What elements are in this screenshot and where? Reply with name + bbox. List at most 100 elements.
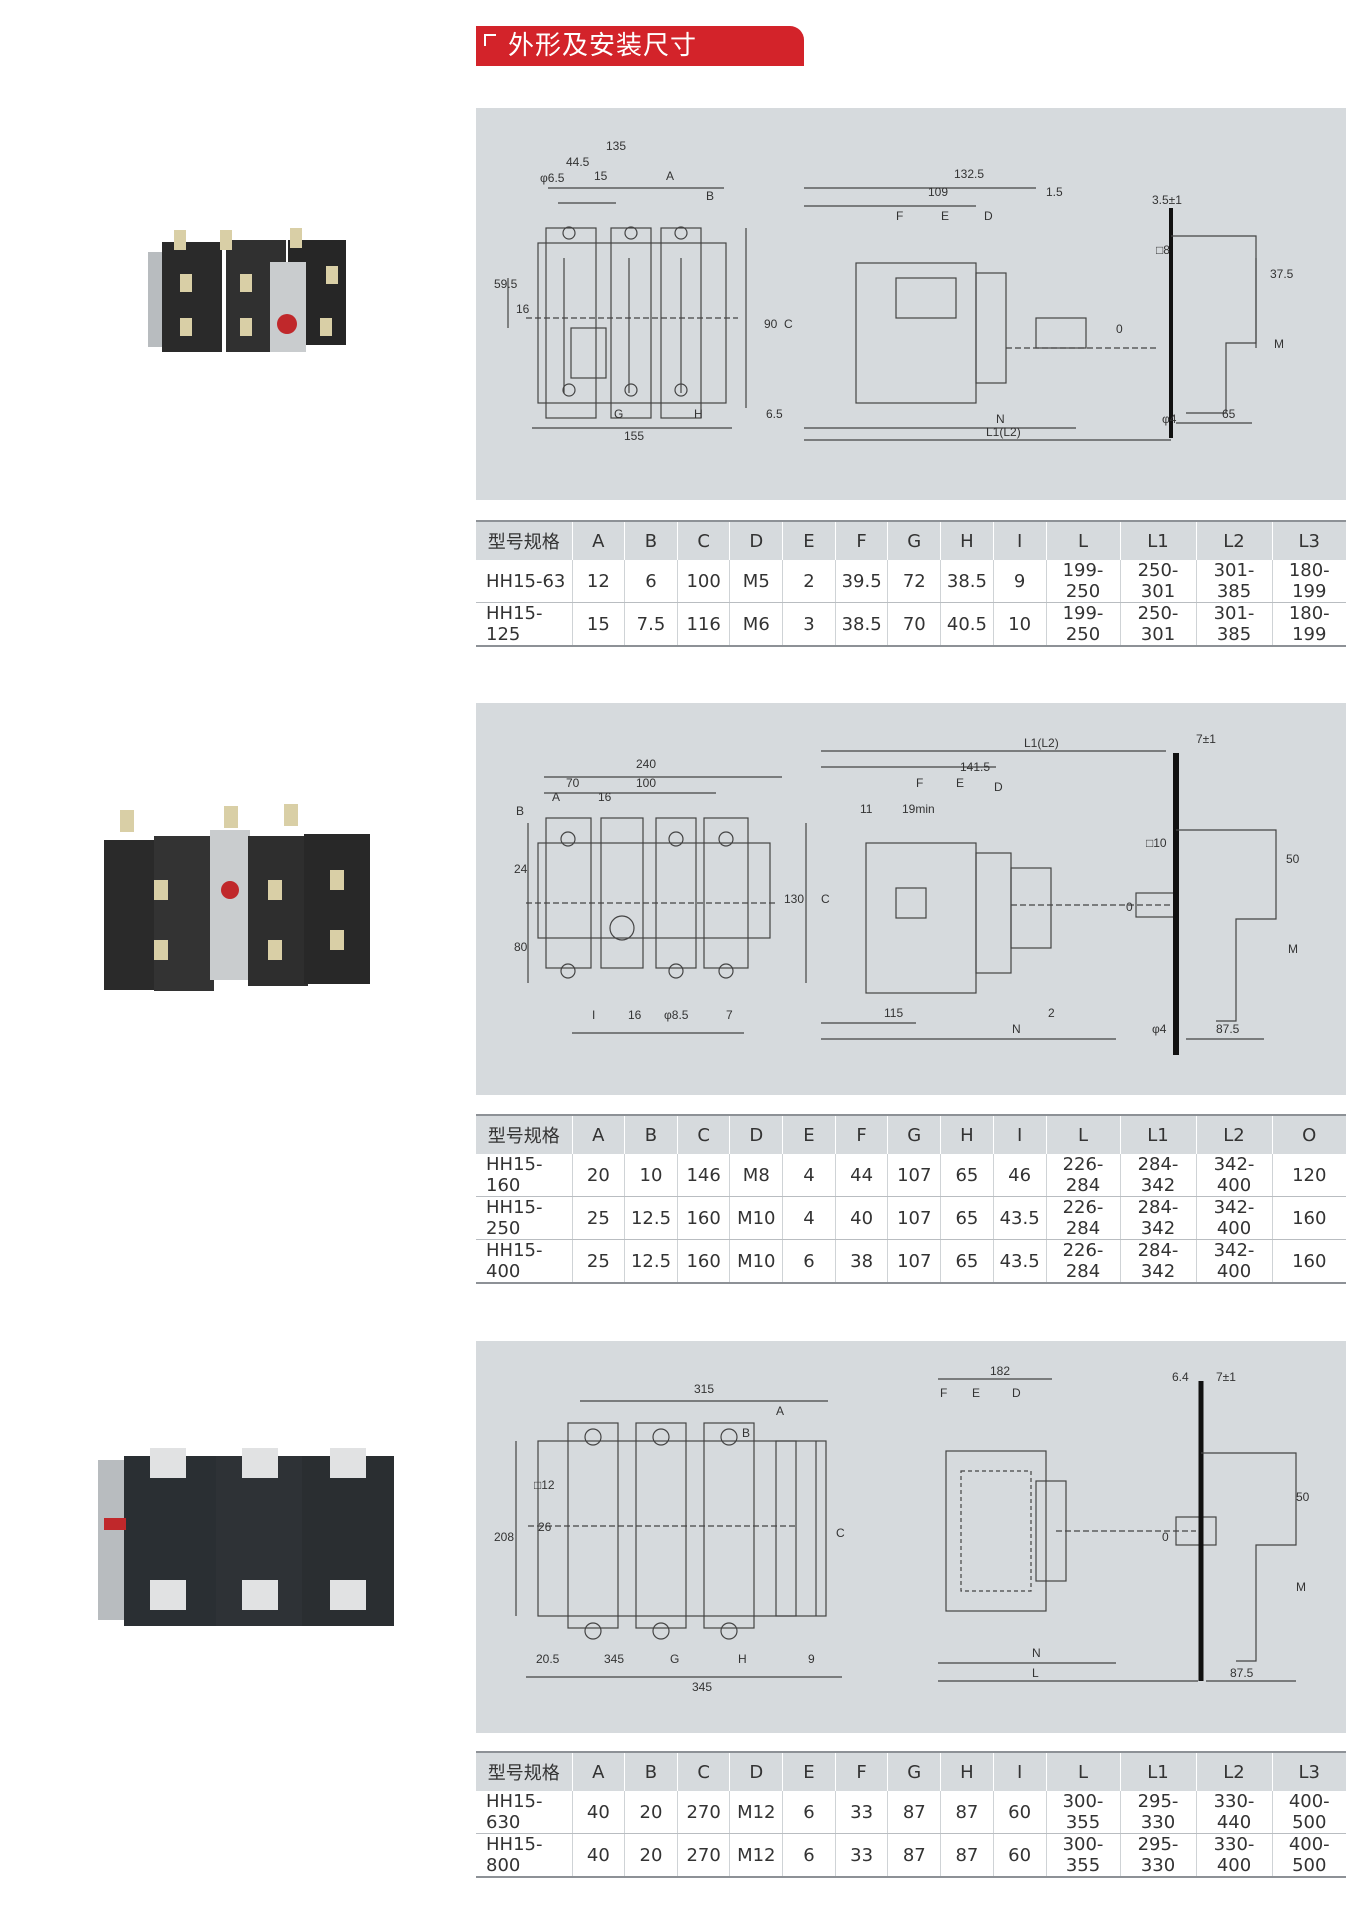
dim-6-5: 6.5 xyxy=(766,407,783,421)
table-cell: 107 xyxy=(887,1239,941,1284)
col-header: L2 xyxy=(1195,520,1272,560)
table-cell: 295-330 xyxy=(1119,1791,1196,1834)
table-cell: 15 xyxy=(571,602,625,647)
dim-315: 315 xyxy=(694,1382,714,1396)
dim-sq10: □10 xyxy=(1146,836,1167,850)
table-cell: 400-500 xyxy=(1271,1833,1346,1878)
col-header: L1 xyxy=(1119,520,1196,560)
dim-c: C xyxy=(836,1526,845,1540)
dim-o: 0 xyxy=(1162,1530,1169,1544)
table-cell: 250-301 xyxy=(1119,560,1196,603)
col-header: H xyxy=(940,1114,994,1154)
table-row: HH15-800 40 20 270 M12 6 33 87 87 60 300… xyxy=(476,1833,1346,1878)
col-header: F xyxy=(834,520,888,560)
table-cell: 226-284 xyxy=(1045,1239,1120,1284)
table-cell: 20 xyxy=(624,1833,678,1878)
dim-132-5: 132.5 xyxy=(954,167,984,181)
table-cell: 342-400 xyxy=(1195,1196,1272,1240)
table-cell: 284-342 xyxy=(1119,1196,1196,1240)
table-cell: 33 xyxy=(834,1833,888,1878)
table-cell: 2 xyxy=(782,560,836,603)
dim-19min: 19min xyxy=(902,802,935,816)
table-cell: 146 xyxy=(676,1154,730,1197)
dim-1-5: 1.5 xyxy=(1046,185,1063,199)
table-cell: 107 xyxy=(887,1154,941,1197)
col-header: C xyxy=(676,520,730,560)
dim-b: B xyxy=(706,189,714,203)
dim-e: E xyxy=(972,1386,980,1400)
dim-o: 0 xyxy=(1116,322,1123,336)
table-cell: 6 xyxy=(782,1833,836,1878)
table-cell: 160 xyxy=(676,1196,730,1240)
dim-h: H xyxy=(738,1652,747,1666)
table-cell: 87 xyxy=(940,1791,994,1834)
dim-50: 50 xyxy=(1286,852,1300,866)
dim-a: A xyxy=(552,790,560,804)
table-cell: 330-400 xyxy=(1195,1833,1272,1878)
col-header: L2 xyxy=(1195,1751,1272,1791)
table-cell: 199-250 xyxy=(1045,560,1120,603)
table-cell: 226-284 xyxy=(1045,1154,1120,1197)
dim-50: 50 xyxy=(1296,1490,1310,1504)
dim-l1l2: L1(L2) xyxy=(1024,736,1059,750)
product-photo-hh15-160 xyxy=(104,804,370,991)
col-header: I xyxy=(992,1751,1046,1791)
spec-table-2: 型号规格 A B C D E F G H I L L1 L2 O HH15-16… xyxy=(476,1114,1346,1284)
dim-24: 24 xyxy=(514,862,528,876)
table-cell: 60 xyxy=(992,1791,1046,1834)
dim-b: B xyxy=(742,1426,750,1440)
dim-phi-s: φ4 xyxy=(1152,1022,1167,1036)
dim-16b: 16 xyxy=(628,1008,642,1022)
table-cell: 38.5 xyxy=(940,560,994,603)
dim-m: M xyxy=(1296,1580,1306,1594)
dim-phi-t: 3.5±1 xyxy=(1152,193,1182,207)
table-cell: M10 xyxy=(729,1196,783,1240)
dim-m: M xyxy=(1274,337,1284,351)
table-cell: 3 xyxy=(782,602,836,647)
col-header: I xyxy=(992,520,1046,560)
table-cell: 226-284 xyxy=(1045,1196,1120,1240)
dim-87-5: 87.5 xyxy=(1230,1666,1254,1680)
col-header: 型号规格 xyxy=(476,520,572,560)
table-cell: 10 xyxy=(624,1154,678,1197)
col-header: L3 xyxy=(1271,520,1346,560)
dim-15: 15 xyxy=(594,169,608,183)
table-cell: 301-385 xyxy=(1195,602,1272,647)
table-cell: 250-301 xyxy=(1119,602,1196,647)
table-cell: 43.5 xyxy=(992,1239,1046,1284)
dim-d: D xyxy=(1012,1386,1021,1400)
col-header: F xyxy=(834,1114,888,1154)
dim-phi: φ6.5 xyxy=(540,171,565,185)
col-header: G xyxy=(887,1114,941,1154)
table-cell: 65 xyxy=(940,1239,994,1284)
dim-109: 109 xyxy=(928,185,948,199)
dim-16: 16 xyxy=(516,302,530,316)
table-cell: 12 xyxy=(571,560,625,603)
col-header: L1 xyxy=(1119,1114,1196,1154)
table-header-row: 型号规格 A B C D E F G H I L L1 L2 O xyxy=(476,1114,1346,1154)
table-cell: HH15-800 xyxy=(476,1833,572,1878)
table-row: HH15-630 40 20 270 M12 6 33 87 87 60 300… xyxy=(476,1791,1346,1834)
col-header: L xyxy=(1045,1751,1120,1791)
table-cell: 10 xyxy=(992,602,1046,647)
col-header: L2 xyxy=(1195,1114,1272,1154)
col-header: E xyxy=(782,520,836,560)
col-header: C xyxy=(676,1114,730,1154)
table-cell: 65 xyxy=(940,1154,994,1197)
dim-sq12: □12 xyxy=(534,1478,555,1492)
product-photo-hh15-63 xyxy=(148,228,346,352)
table-cell: 6 xyxy=(782,1239,836,1284)
table-cell: 87 xyxy=(887,1833,941,1878)
table-cell: 38.5 xyxy=(834,602,888,647)
table-row: HH15-63 12 6 100 M5 2 39.5 72 38.5 9 199… xyxy=(476,560,1346,603)
table-cell: 40 xyxy=(834,1196,888,1240)
col-header: F xyxy=(834,1751,888,1791)
col-header: A xyxy=(571,1114,625,1154)
table-cell: 180-199 xyxy=(1271,560,1346,603)
table-cell: 46 xyxy=(992,1154,1046,1197)
table-cell: 38 xyxy=(834,1239,888,1284)
dim-a: A xyxy=(666,169,674,183)
dim-59-5: 59.5 xyxy=(494,277,518,291)
table-cell: 300-355 xyxy=(1045,1791,1120,1834)
col-header: H xyxy=(940,520,994,560)
